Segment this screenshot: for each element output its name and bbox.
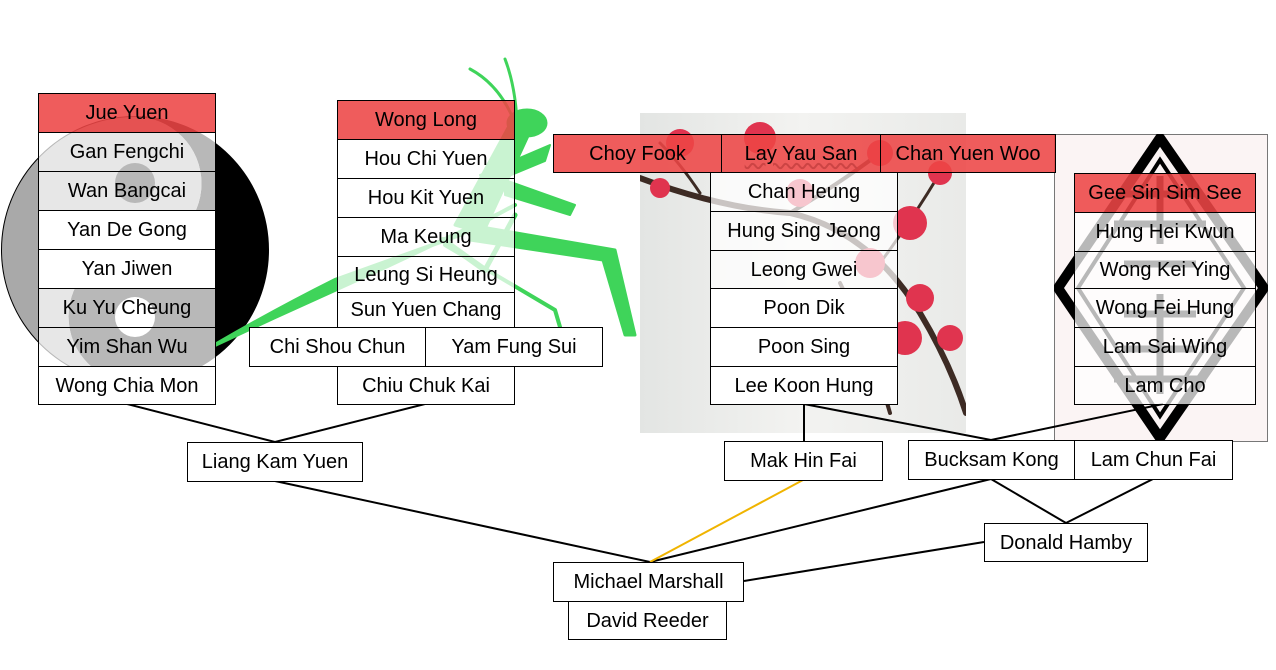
lineage-left-item: Wan Bangcai [38,171,216,211]
lineage-mantis-pair-item: Chi Shou Chun [249,327,426,367]
connector-liang-marshall [274,480,651,563]
connector-bucksam-marshall [649,478,992,563]
lineage-left-item: Gan Fengchi [38,132,216,172]
connector-bucksam-hamby [990,478,1067,524]
teacher-liang-kam-yuen: Liang Kam Yuen [187,442,363,482]
lineage-left-item: Jue Yuen [38,93,216,133]
lineage-choy-item: Lee Koon Hung [710,366,898,405]
founder-item: Lay Yau San [721,134,881,173]
lineage-hung-item: Lam Cho [1074,366,1256,405]
lineage-mantis-item: Chiu Chuk Kai [337,366,515,405]
founder-label: Lay Yau San [744,142,858,165]
lineage-mantis-item: Hou Kit Yuen [337,178,515,218]
connector-mak-marshall [649,479,804,563]
lineage-mantis-item: Wong Long [337,100,515,140]
founder-item: Choy Fook [553,134,722,173]
lineage-hung-item: Wong Fei Hung [1074,288,1256,328]
lineage-left-item: Yan Jiwen [38,249,216,289]
lineage-mantis-item: Sun Yuen Chang [337,292,515,328]
lineage-choy-item: Poon Dik [710,288,898,328]
lineage-choy-item: Leong Gwei [710,250,898,289]
teacher-mak-hin-fai: Mak Hin Fai [724,441,883,481]
connector-chiu-chuk-kai-liang [274,403,426,443]
lineage-choy-item: Hung Sing Jeong [710,211,898,251]
connector-lee-koon-hung-bucksam [803,403,992,441]
lineage-choy-item: Chan Heung [710,172,898,212]
lineage-hung-item: Gee Sin Sim See [1074,173,1256,213]
connector-lam-chun-hamby [1065,478,1154,524]
lineage-hung-item: Lam Sai Wing [1074,327,1256,367]
lineage-left-item: Wong Chia Mon [38,366,216,405]
teacher-michael-marshall: Michael Marshall [553,562,744,602]
teacher-donald-hamby: Donald Hamby [984,523,1148,562]
lineage-left-item: Ku Yu Cheung [38,288,216,328]
lineage-hung-item: Hung Hei Kwun [1074,212,1256,252]
teacher-lam-chun-fai: Lam Chun Fai [1074,440,1233,480]
teacher-david-reeder: David Reeder [568,601,727,640]
lineage-hung-item: Wong Kei Ying [1074,251,1256,289]
connector-lam-cho-bucksam [990,403,1164,441]
connector-wong-chia-mon-liang [126,403,276,443]
founder-item: Chan Yuen Woo [880,134,1056,173]
lineage-left-item: Yan De Gong [38,210,216,250]
lineage-mantis-item: Ma Keung [337,217,515,257]
lineage-choy-item: Poon Sing [710,327,898,367]
lineage-mantis-pair-item: Yam Fung Sui [425,327,603,367]
lineage-mantis-item: Leung Si Heung [337,256,515,293]
lineage-left-item: Yim Shan Wu [38,327,216,367]
connector-hamby-marshall [743,541,985,582]
teacher-bucksam-kong: Bucksam Kong [908,440,1075,480]
lineage-mantis-item: Hou Chi Yuen [337,139,515,179]
